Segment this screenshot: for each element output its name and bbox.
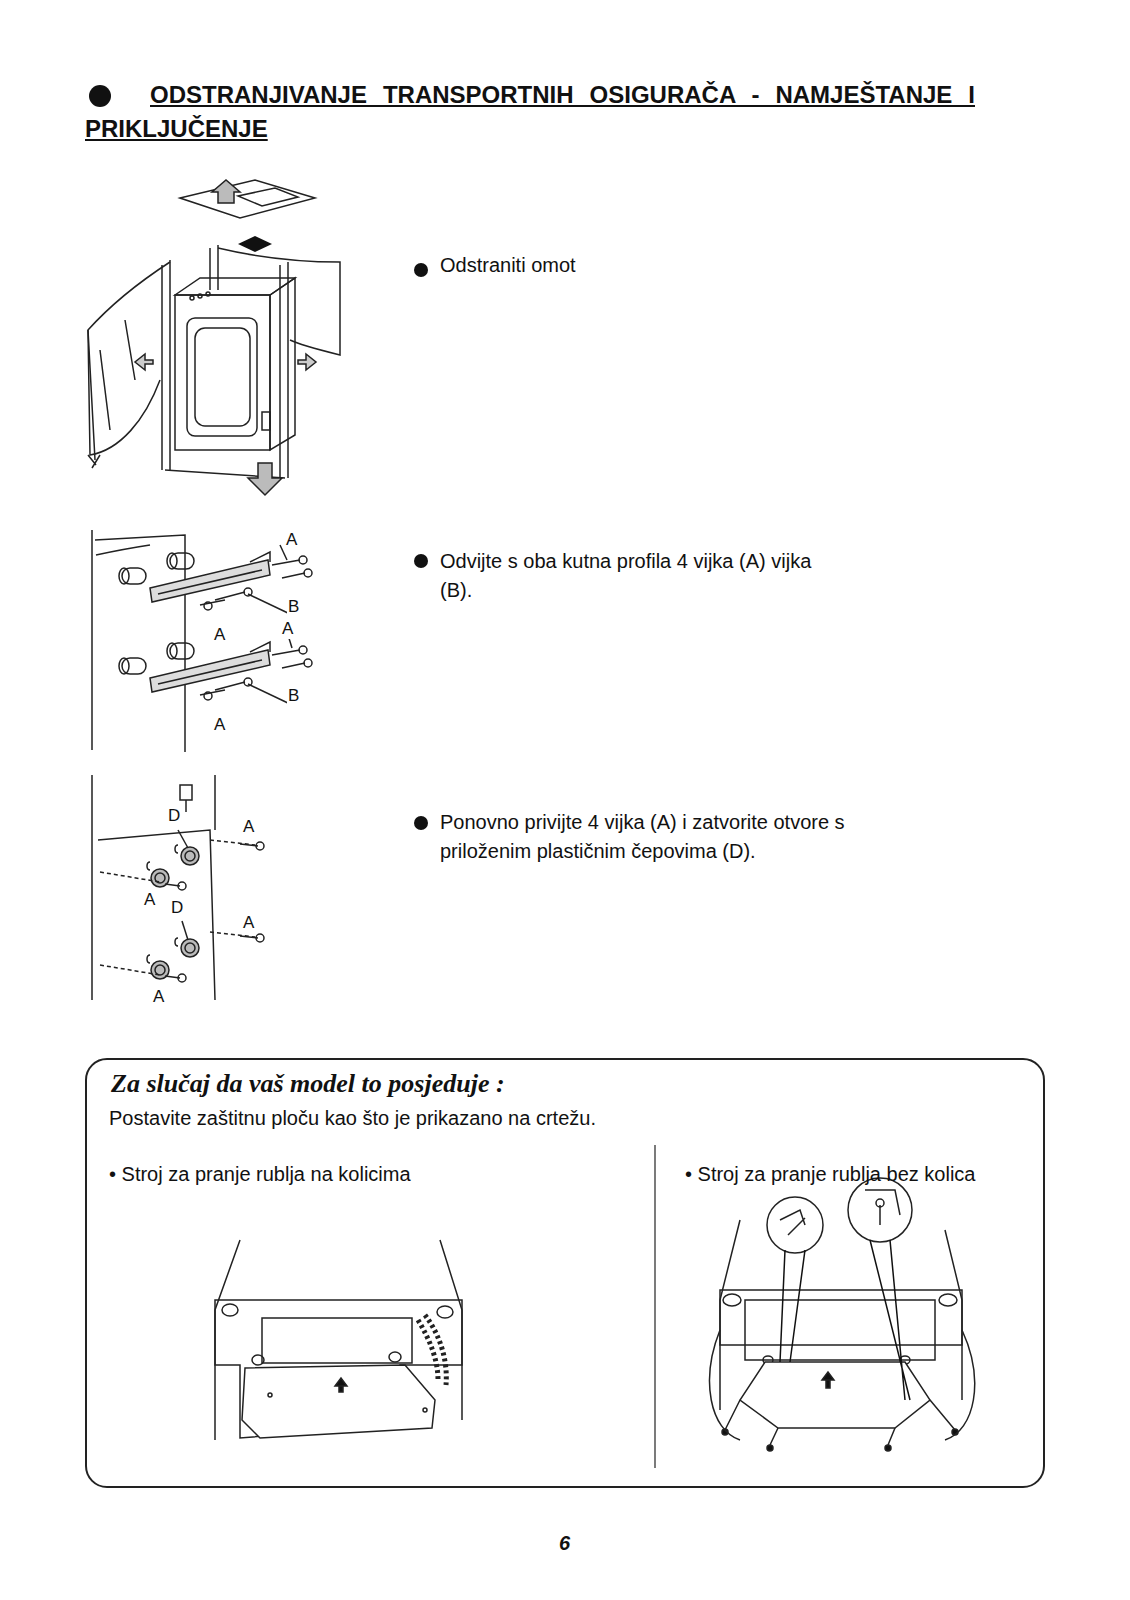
callout-letter: A: [143, 890, 156, 910]
box-caption: • Stroj za pranje rublja bez kolica: [685, 1162, 975, 1187]
instruction-text: Ponovno privijte 4 vijka (A) i zatvorite…: [440, 808, 865, 866]
box-heading: Za slučaj da vaš model to posjeduje :: [111, 1068, 505, 1101]
box-body: Postavite zaštitnu ploču kao što je prik…: [109, 1106, 596, 1131]
box-caption: • Stroj za pranje rublja na kolicima: [109, 1162, 411, 1187]
callout-letter: A: [152, 987, 165, 1007]
callout-letter: A: [213, 625, 226, 645]
callout-letter: A: [285, 530, 298, 550]
callout-letter: D: [167, 806, 181, 826]
unpacking-figure: [88, 180, 340, 495]
callout-letter: B: [287, 686, 300, 706]
divider-line: [654, 1145, 655, 1468]
info-box: Za slučaj da vaš model to posjeduje : Pos…: [85, 1058, 1045, 1488]
plug-figure: [92, 775, 264, 1000]
instruction-text: Odstraniti omot: [440, 255, 576, 275]
callout-letter: D: [170, 898, 184, 918]
callout-letter: A: [242, 817, 255, 837]
bullet-dots: [89, 85, 428, 830]
page-number: 6: [559, 1533, 570, 1553]
callout-letter: A: [242, 913, 255, 933]
bracket-figure: [92, 530, 312, 752]
instruction-text: Odvijte s oba kutna profila 4 vijka (A) …: [440, 547, 840, 605]
page-title: ODSTRANJIVANJE TRANSPORTNIH OSIGURAČA - …: [85, 78, 975, 146]
machine-plate-figure: [710, 1178, 975, 1451]
callout-letter: B: [287, 597, 300, 617]
callout-letter: A: [213, 715, 226, 735]
trolley-machine-figure: [215, 1240, 462, 1440]
callout-letter: A: [281, 619, 294, 639]
